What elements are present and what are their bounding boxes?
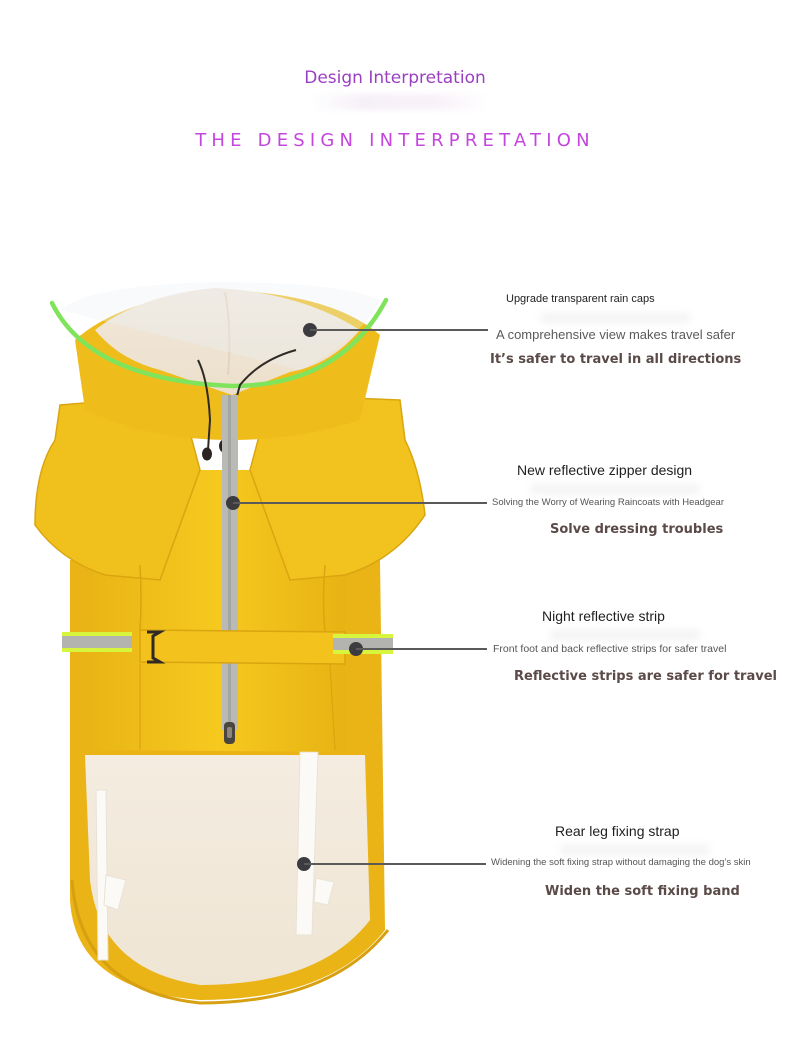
callout-leader-line xyxy=(304,863,486,865)
title-shadow-decoration xyxy=(310,94,490,110)
text-shadow-decoration xyxy=(560,845,710,855)
callout-tagline: Solve dressing troubles xyxy=(550,522,724,537)
callout-heading: Upgrade transparent rain caps xyxy=(506,293,655,305)
belt-buckle xyxy=(147,630,166,664)
callout-heading: Rear leg fixing strap xyxy=(555,823,680,839)
page-title: Design Interpretation xyxy=(304,68,486,88)
callout-heading: Night reflective strip xyxy=(542,608,665,624)
callout-leader-line xyxy=(233,502,487,504)
hood-green-trim xyxy=(49,297,389,389)
callout-tagline: It’s safer to travel in all directions xyxy=(490,352,742,367)
coat-left-shoulder xyxy=(35,395,200,580)
callout-description: A comprehensive view makes travel safer xyxy=(496,327,736,342)
coat-right-shoulder xyxy=(250,395,425,580)
callout-description: Front foot and back reflective strips fo… xyxy=(493,643,727,655)
text-shadow-decoration xyxy=(550,630,700,640)
callout-description: Solving the Worry of Wearing Raincoats w… xyxy=(492,497,724,508)
callout-leader-line xyxy=(356,648,487,650)
text-shadow-decoration xyxy=(530,484,700,494)
page-subtitle: THE DESIGN INTERPRETATION xyxy=(195,130,595,151)
callout-tagline: Reflective strips are safer for travel xyxy=(514,669,777,684)
callout-tagline: Widen the soft fixing band xyxy=(545,884,740,899)
coat-lining xyxy=(85,755,370,985)
hood-lining xyxy=(95,288,360,395)
text-shadow-decoration xyxy=(540,313,690,323)
callout-leader-line xyxy=(310,329,488,331)
callout-description: Widening the soft fixing strap without d… xyxy=(491,857,751,868)
callout-heading: New reflective zipper design xyxy=(517,462,693,478)
waist-belt xyxy=(139,629,346,665)
